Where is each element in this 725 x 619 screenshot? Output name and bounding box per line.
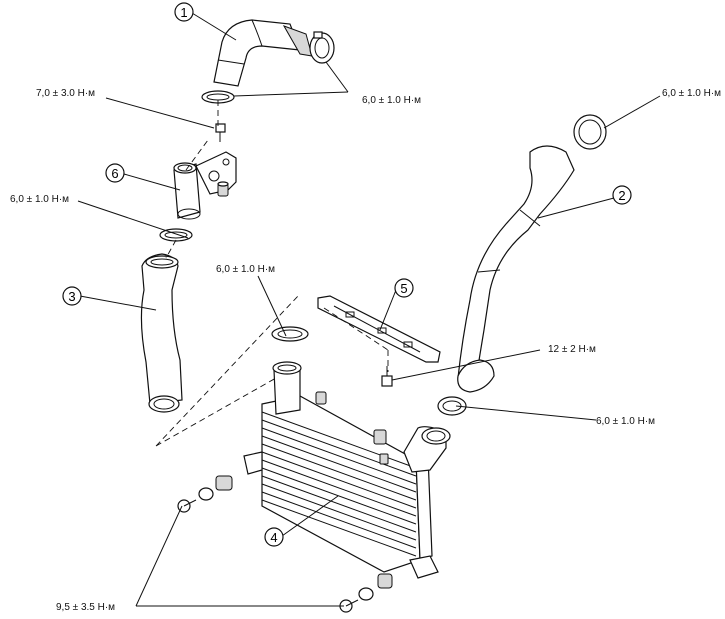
torque-label-lower-right-clamp: 6,0 ± 1.0 Н·м [596,416,655,427]
torque-label-bracket-bolt: 7,0 ± 3.0 Н·м [36,88,95,99]
bracket-grommet [217,181,229,197]
svg-text:5: 5 [400,281,407,296]
torque-label-mount-bolts: 9,5 ± 3.5 Н·м [56,602,115,613]
cover-plate [317,295,441,363]
upper-bent-hose [213,19,313,87]
hose-clamp-top-right [309,31,335,64]
intercooler-fins [261,411,417,557]
svg-text:2: 2 [618,188,625,203]
cover-plate-guide-lines [323,307,389,372]
hose-clamp-middle-left [159,228,193,242]
svg-text:1: 1 [180,5,187,20]
core-lower-bracket [243,451,439,579]
torque-label-middle-left-clamp: 6,0 ± 1.0 Н·м [10,194,69,205]
svg-text:3: 3 [68,289,75,304]
cover-plate-bolt [381,366,393,387]
callout-6: 6 [105,163,125,183]
leader-lines [77,12,661,607]
torque-label-upper-right-clamp: 6,0 ± 1.0 Н·м [662,88,721,99]
callout-1: 1 [174,2,194,22]
lower-right-mount-hardware [339,573,393,613]
torque-label-cover-bolt: 12 ± 2 Н·м [548,344,596,355]
callout-2: 2 [612,185,632,205]
torque-label-top-clamps: 6,0 ± 1.0 Н·м [362,95,421,106]
core-mounting-grommets [315,391,389,465]
callout-5: 5 [394,278,414,298]
hose-clamp-lower-right [437,396,467,416]
hose-clamp-upper-right [573,114,607,150]
svg-text:4: 4 [270,530,277,545]
svg-text:6: 6 [111,166,118,181]
intercooler-core [261,395,433,573]
hose-clamp-core-inlet [271,326,309,342]
callout-3: 3 [62,286,82,306]
callout-4: 4 [264,527,284,547]
lower-left-mount-hardware [177,475,233,513]
bracket-bolt [215,123,226,142]
assembly-dashed-lines [155,100,299,447]
intercooler-inlet-pipe [272,361,302,415]
intercooler-outlet-pipe [403,426,451,473]
torque-label-core-inlet-clamp: 6,0 ± 1.0 Н·м [216,264,275,275]
lower-left-hose [140,253,183,413]
long-right-hose [457,145,575,393]
